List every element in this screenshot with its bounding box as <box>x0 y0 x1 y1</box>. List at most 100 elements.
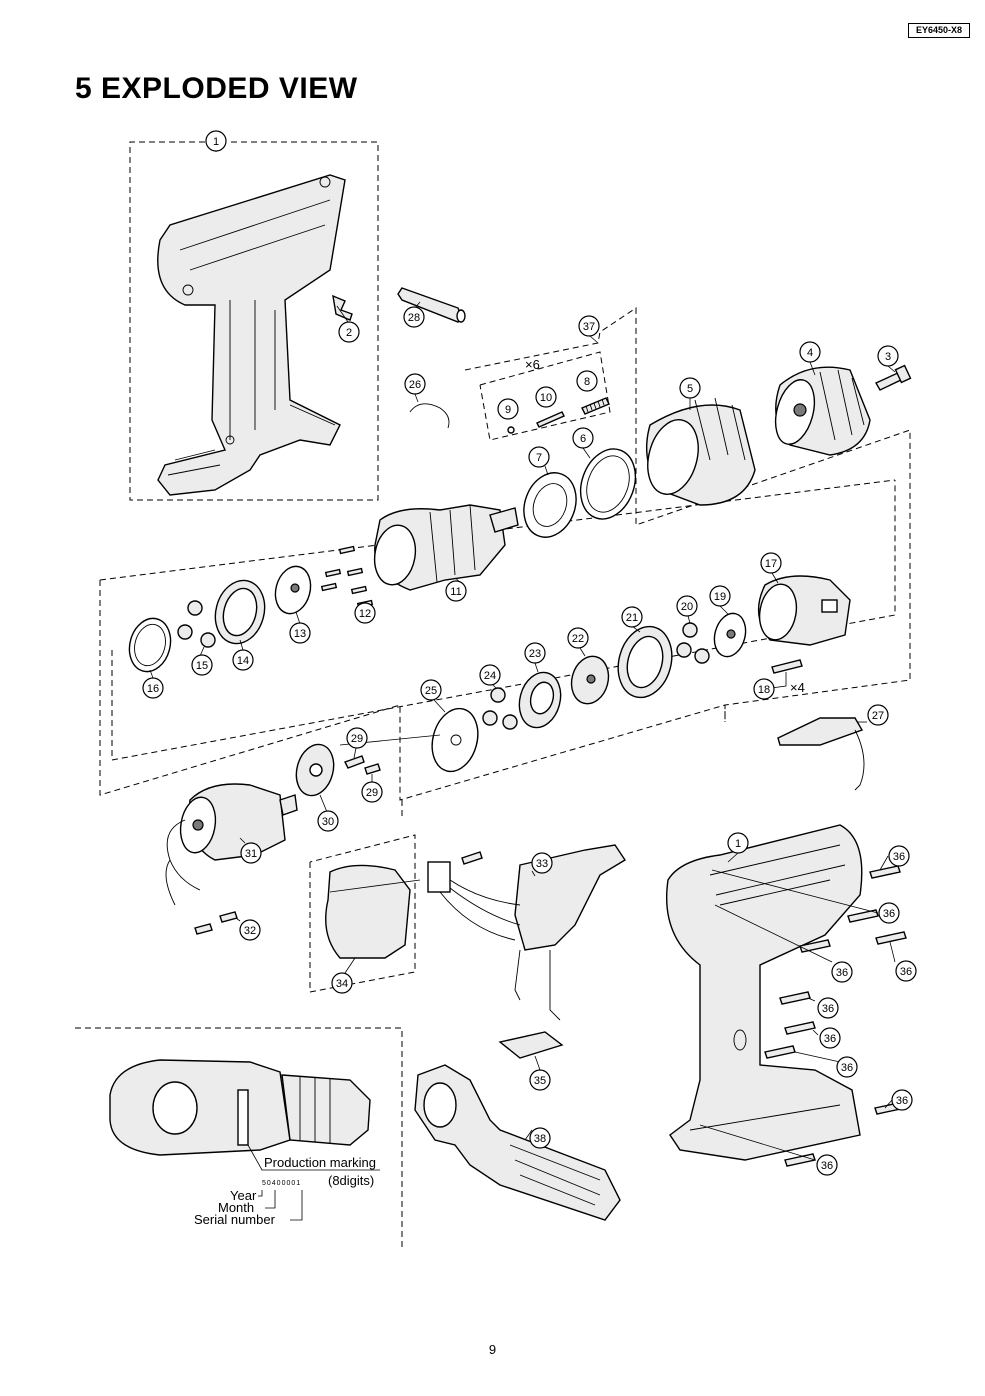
serial-sample-text: 50400001 <box>262 1180 301 1187</box>
svg-text:20: 20 <box>681 601 693 613</box>
page-number: 9 <box>488 1342 497 1357</box>
motor-terminal-screw <box>219 911 238 923</box>
svg-text:31: 31 <box>245 848 257 860</box>
callout-32: 32 <box>239 919 261 941</box>
svg-text:21: 21 <box>626 612 638 624</box>
housing-group-outline <box>129 141 379 501</box>
gear-case-screw-part <box>771 659 803 674</box>
callout-12: 12 <box>354 602 376 624</box>
small-latch-part <box>332 294 353 321</box>
belt-hook-part <box>777 717 865 791</box>
housing-assembled <box>665 824 863 1161</box>
callout-4: 4 <box>799 341 821 363</box>
motor-plate-part <box>431 707 479 773</box>
month-label: Month <box>218 1200 254 1215</box>
svg-text:26: 26 <box>409 379 421 391</box>
production-marking-note: Production marking 50400001 (8digits) Ye… <box>194 1155 376 1227</box>
svg-text:17: 17 <box>765 558 777 570</box>
clutch-plate-part <box>523 472 577 538</box>
gearbox-inner-outline <box>111 480 896 761</box>
svg-text:36: 36 <box>822 1003 834 1015</box>
svg-text:7: 7 <box>536 452 542 464</box>
svg-text:30: 30 <box>322 816 334 828</box>
switch-group-outline <box>309 834 416 993</box>
planet-carrier-part <box>274 565 312 615</box>
callout-36-e: 36 <box>817 997 839 1019</box>
callout-1-bottom: 1 <box>727 832 749 854</box>
callout-36-f: 36 <box>819 1027 841 1049</box>
model-code-box: EY6450-X8 <box>908 23 970 38</box>
svg-text:36: 36 <box>900 966 912 978</box>
callout-38: 38 <box>529 1127 551 1149</box>
callout-36-h: 36 <box>891 1089 913 1111</box>
svg-text:22: 22 <box>572 633 584 645</box>
svg-text:28: 28 <box>408 312 420 324</box>
side-handle-part <box>414 1064 621 1221</box>
svg-text:34: 34 <box>336 978 348 990</box>
callout-36-i: 36 <box>816 1154 838 1176</box>
gearbox-group-outline <box>99 580 726 801</box>
motor-part <box>165 783 298 906</box>
svg-text:29: 29 <box>366 787 378 799</box>
svg-text:18: 18 <box>758 684 770 696</box>
svg-text:36: 36 <box>883 908 895 920</box>
pin-part <box>536 411 565 428</box>
svg-text:5: 5 <box>687 383 693 395</box>
planet-gear-set-2 <box>676 622 710 664</box>
callout-23: 23 <box>524 642 546 664</box>
svg-text:8: 8 <box>584 376 590 388</box>
svg-text:13: 13 <box>294 628 306 640</box>
clutch-group-outline <box>464 307 911 722</box>
callout-13: 13 <box>289 622 311 644</box>
callout-11: 11 <box>445 580 467 602</box>
callout-29-top: 29 <box>346 727 368 749</box>
callout-34: 34 <box>331 972 353 994</box>
callout-33: 33 <box>531 852 553 874</box>
svg-text:36: 36 <box>824 1033 836 1045</box>
svg-text:6: 6 <box>580 433 586 445</box>
motor-screw-part <box>344 755 365 769</box>
callout-27: 27 <box>867 704 889 726</box>
planet-carrier-2-part <box>713 612 747 658</box>
switch-screw-part <box>461 851 483 865</box>
svg-text:32: 32 <box>244 925 256 937</box>
lock-button-part <box>397 287 466 323</box>
svg-text:14: 14 <box>237 655 249 667</box>
leader-lines <box>149 142 896 1221</box>
production-marking-label: Production marking <box>264 1155 376 1170</box>
drill-top-view-illustration <box>109 1059 371 1156</box>
lock-pin-set <box>320 545 374 609</box>
svg-text:1: 1 <box>735 838 741 850</box>
svg-text:36: 36 <box>836 967 848 979</box>
svg-text:36: 36 <box>821 1160 833 1172</box>
svg-text:11: 11 <box>450 586 461 598</box>
switch-base-plate <box>498 1031 564 1059</box>
sun-gear-part <box>570 655 610 705</box>
callout-24: 24 <box>479 664 501 686</box>
callout-7: 7 <box>528 446 550 468</box>
callout-18: 18 <box>753 678 775 700</box>
callout-36-g: 36 <box>836 1056 858 1078</box>
svg-text:33: 33 <box>536 858 548 870</box>
callout-10: 10 <box>535 386 557 408</box>
callout-35: 35 <box>529 1069 551 1091</box>
keyless-chuck-part <box>774 366 871 456</box>
svg-text:35: 35 <box>534 1075 546 1087</box>
svg-text:15: 15 <box>196 660 208 672</box>
svg-text:24: 24 <box>484 670 496 682</box>
screw-quantity-label: ×4 <box>790 680 805 695</box>
callout-3: 3 <box>877 345 899 367</box>
callout-31: 31 <box>240 842 262 864</box>
svg-text:36: 36 <box>841 1062 853 1074</box>
digits-note: (8digits) <box>328 1173 374 1188</box>
svg-text:37: 37 <box>583 321 595 333</box>
callout-16: 16 <box>142 677 164 699</box>
svg-text:9: 9 <box>505 404 511 416</box>
callout-29-bottom: 29 <box>361 781 383 803</box>
page-title: 5 EXPLODED VIEW <box>75 72 358 105</box>
callout-17: 17 <box>760 552 782 574</box>
callout-6: 6 <box>572 427 594 449</box>
svg-text:10: 10 <box>540 392 552 404</box>
svg-text:36: 36 <box>893 851 905 863</box>
trigger-switch-part <box>427 844 626 1021</box>
